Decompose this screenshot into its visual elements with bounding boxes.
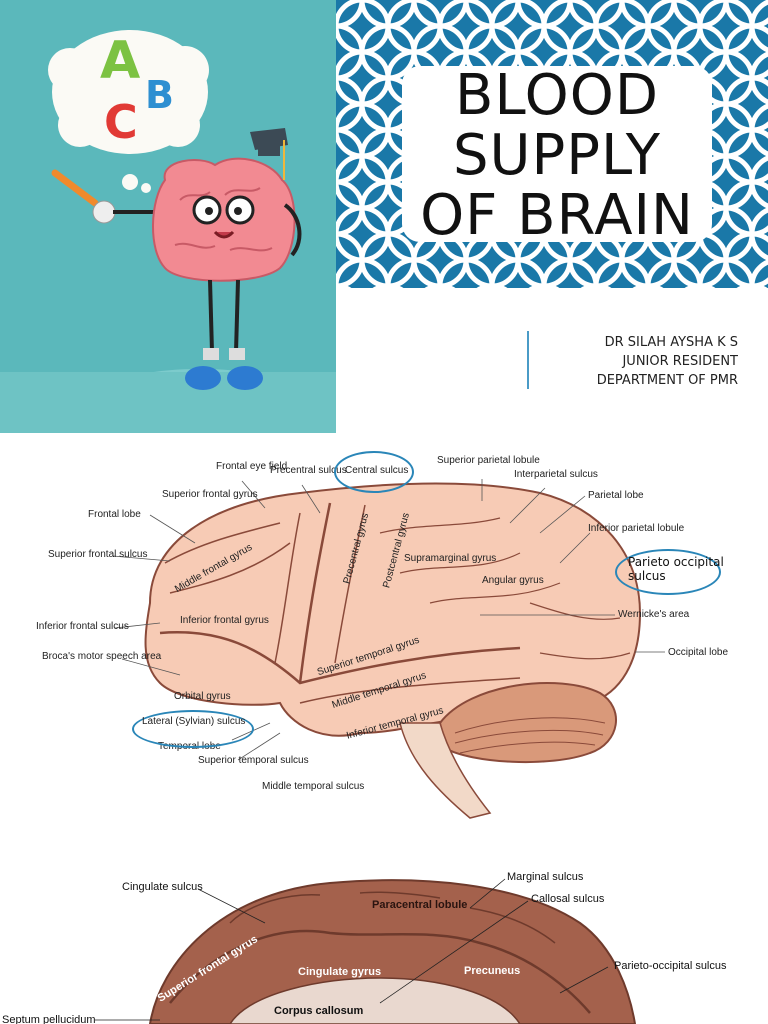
label-callosal-sulcus: Callosal sulcus [531,893,605,905]
parieto-occipital-highlight [615,549,721,595]
label-superior-parietal-lobule: Superior parietal lobule [437,455,540,466]
label-septum-pellucidum: Septum pellucidum [2,1014,96,1024]
label-wernickes-area: Wernicke's area [618,609,690,620]
title-line: BLOOD [455,63,659,128]
author-name: DR SILAH AYSHA K S [604,335,738,350]
author-department: DEPARTMENT OF PMR [596,373,738,388]
label-frontal-lobe: Frontal lobe [88,509,141,520]
lateral-brain-diagram: Frontal eye field Precentral sulcus Supe… [0,433,768,853]
label-inferior-frontal-gyrus: Inferior frontal gyrus [180,615,269,626]
label-superior-temporal-sulcus: Superior temporal sulcus [198,755,309,766]
label-orbital-gyrus: Orbital gyrus [174,691,231,702]
central-sulcus-highlight [334,451,414,493]
slide-title: BLOOD SUPPLY OF BRAIN [402,66,712,246]
label-central-sulcus: Central sulcus [345,465,409,476]
label-lateral-sylvian-sulcus: Lateral (Sylvian) sulcus [142,716,246,727]
accent-divider [527,331,529,389]
label-parieto-occipital-sulcus-medial: Parieto-occipital sulcus [614,960,727,972]
label-superior-frontal-sulcus: Superior frontal sulcus [48,549,148,560]
label-marginal-sulcus: Marginal sulcus [507,871,584,883]
brain-mascot-illustration: A B C [0,0,336,433]
label-precentral-sulcus: Precentral sulcus [270,465,347,476]
label-middle-temporal-sulcus: Middle temporal sulcus [262,781,365,792]
label-frontal-eye-field: Frontal eye field [216,461,288,472]
label-superior-frontal-gyrus: Superior frontal gyrus [162,489,258,500]
title-line: SUPPLY [452,123,662,188]
label-occipital-lobe: Occipital lobe [668,647,729,658]
label-cingulate-gyrus: Cingulate gyrus [298,966,382,978]
letter-a: A [100,31,140,91]
thought-bubble: A B C [48,30,209,193]
label-corpus-callosum: Corpus callosum [274,1005,364,1017]
label-supramarginal-gyrus: Supramarginal gyrus [404,553,497,564]
label-parietal-lobe: Parietal lobe [588,490,644,501]
label-paracentral-lobule: Paracentral lobule [372,899,468,911]
label-inferior-frontal-sulcus: Inferior frontal sulcus [36,621,129,632]
letter-b: B [145,73,174,117]
author-block: DR SILAH AYSHA K S JUNIOR RESIDENT DEPAR… [597,333,738,390]
medial-brain-diagram: Cingulate sulcus Marginal sulcus Callosa… [0,853,768,1024]
label-angular-gyrus: Angular gyrus [482,575,544,586]
author-role: JUNIOR RESIDENT [622,354,738,369]
label-precuneus: Precuneus [464,965,521,977]
label-cingulate-sulcus: Cingulate sulcus [122,881,203,893]
letter-c: C [104,95,138,149]
label-interparietal-sulcus: Interparietal sulcus [514,469,598,480]
title-slide: A B C [0,0,768,433]
lateral-sulcus-highlight [132,710,254,748]
brain-character [152,128,302,282]
label-brocas-area: Broca's motor speech area [42,651,162,662]
title-card [402,66,712,242]
label-inferior-parietal-lobule: Inferior parietal lobule [588,523,685,534]
title-line: OF BRAIN [420,183,694,248]
label-parieto-occipital-sulcus: Parieto occipital sulcus [628,555,724,583]
